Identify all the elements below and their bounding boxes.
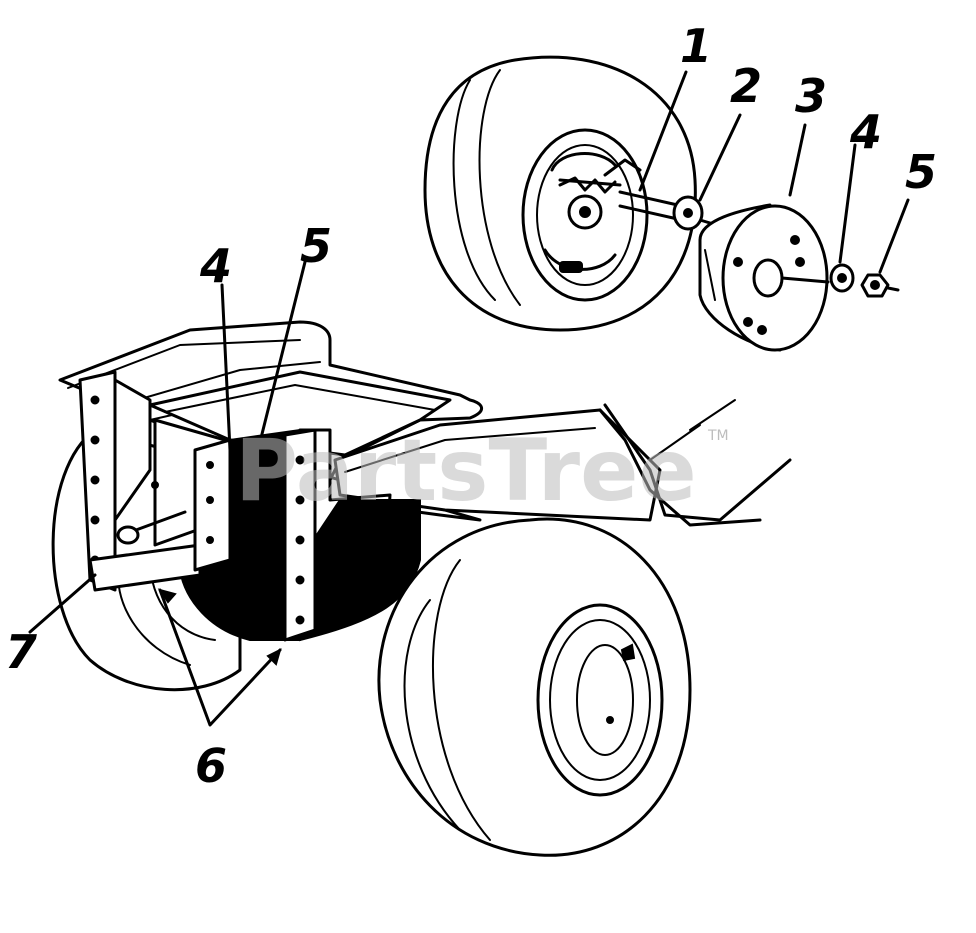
callout-2: 2 bbox=[730, 59, 762, 113]
battery-box bbox=[178, 428, 421, 642]
watermark: PartsTree TM bbox=[235, 421, 729, 521]
hub-drum-part-3 bbox=[698, 203, 830, 352]
left-bracket bbox=[78, 370, 202, 592]
leader-lines bbox=[28, 70, 910, 727]
rear-right-wheel bbox=[377, 517, 692, 857]
center-bracket bbox=[151, 428, 317, 642]
callout-1: 1 bbox=[680, 19, 712, 73]
nut-part-5-hub bbox=[860, 273, 900, 298]
washer-part-4-hub bbox=[829, 263, 855, 293]
watermark-text: PartsTree bbox=[235, 421, 697, 521]
bolt-part-7 bbox=[116, 510, 187, 545]
callout-labels: 1 2 3 4 5 4 5 6 7 bbox=[5, 19, 937, 793]
callout-3: 3 bbox=[795, 69, 827, 123]
callout-5-hub: 5 bbox=[905, 145, 937, 199]
callout-5-frame: 5 bbox=[300, 219, 332, 273]
upper-wheel-assembly bbox=[423, 55, 697, 332]
callout-7: 7 bbox=[5, 625, 37, 679]
callout-4-frame: 4 bbox=[199, 239, 232, 293]
callout-6: 6 bbox=[195, 739, 227, 793]
callout-4-hub: 4 bbox=[849, 105, 882, 159]
washer-part-2 bbox=[672, 195, 704, 231]
watermark-trademark: TM bbox=[707, 428, 729, 444]
